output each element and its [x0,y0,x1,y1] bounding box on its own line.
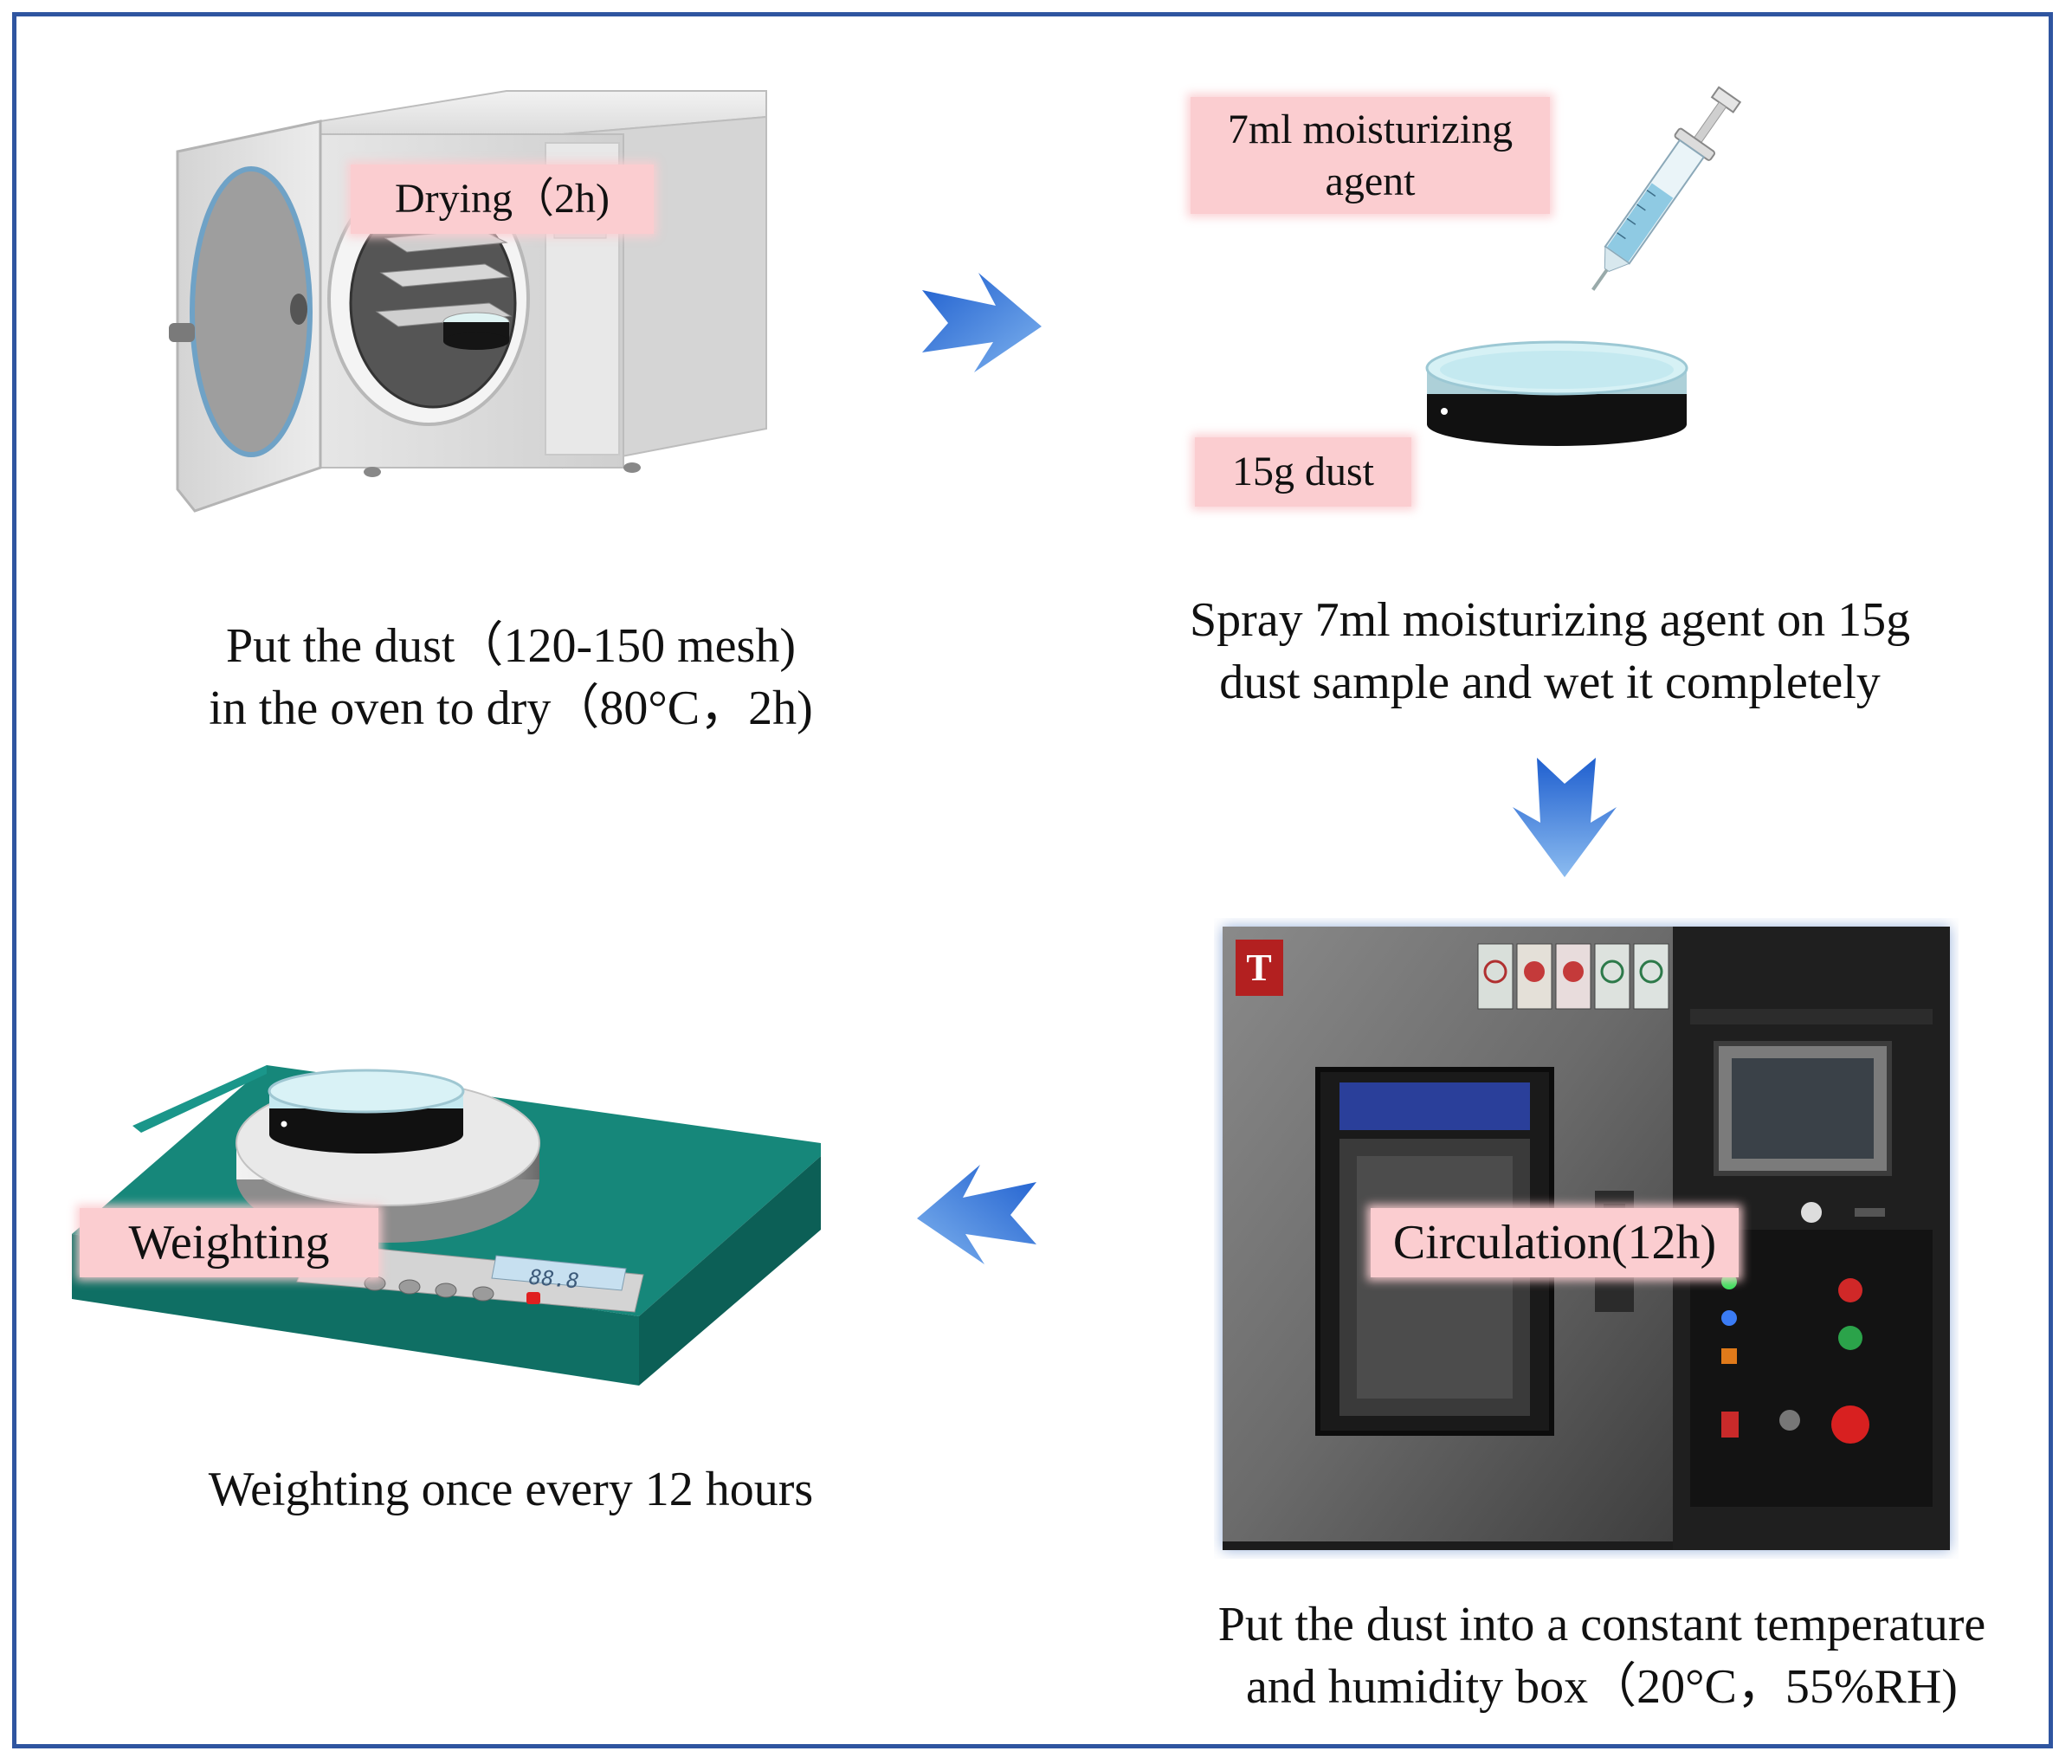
arrow-down-icon [1513,758,1617,877]
circulation-tag: Circulation(12h) [1371,1208,1739,1277]
spraying-caption: Spray 7ml moisturizing agent on 15g dust… [1189,593,1911,709]
weighting-tag: Weighting [80,1208,378,1277]
weighting-caption: Weighting once every 12 hours [208,1463,814,1516]
moisturizing-agent-tag: 7ml moisturizing agent [1191,97,1550,214]
oven-icon [169,90,767,513]
arrow-left-icon [917,1165,1036,1264]
petri-dish-icon [1425,340,1688,446]
arrow-right-icon [922,273,1042,372]
syringe-icon [1591,86,1742,291]
chamber-brand-mark: T [1246,947,1271,989]
drying-tag: Drying（2h) [351,165,654,234]
dust-amount-tag: 15g dust [1195,437,1411,507]
circulation-caption: Put the dust into a constant temperature… [1217,1598,1986,1714]
drying-caption: Put the dust（120-150 mesh) in the oven t… [209,619,813,735]
scale-display-value: 88.8 [528,1265,580,1294]
